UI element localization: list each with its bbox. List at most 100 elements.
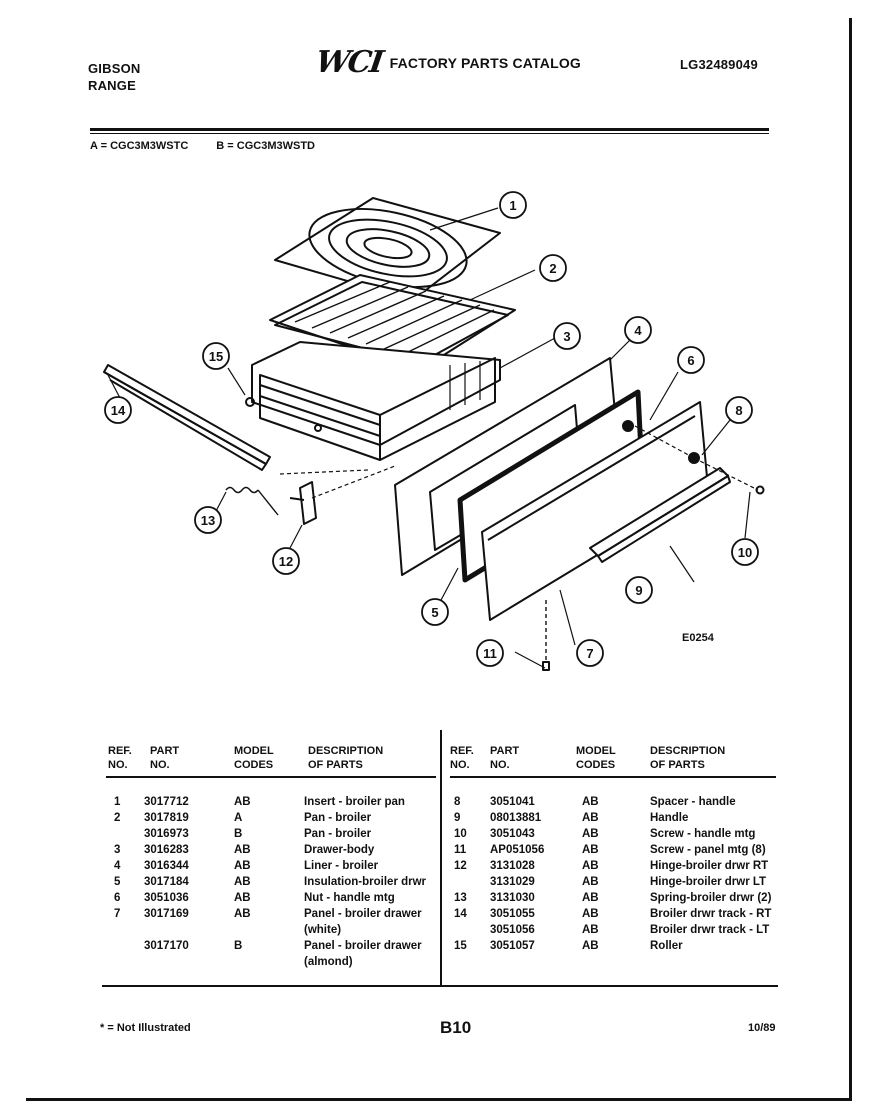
cell-desc: Drawer-body [304, 844, 375, 856]
cell-model: AB [582, 812, 599, 824]
callout-15: 15 [209, 349, 223, 364]
header-rule-left [106, 776, 436, 778]
catalog-title: WCI FACTORY PARTS CATALOG [313, 45, 581, 80]
cell-part: 3051055 [490, 908, 535, 920]
screw-panel-mtg [542, 600, 550, 671]
cell-part: 3051056 [490, 924, 535, 936]
callout-4: 4 [634, 323, 642, 338]
cell-ref: 15 [454, 940, 467, 952]
cell-ref: 2 [114, 812, 121, 824]
cell-model: B [234, 828, 243, 840]
callout-9: 9 [635, 583, 642, 598]
cell-model: A [234, 812, 243, 824]
header-rule-thin [90, 133, 769, 134]
callout-14: 14 [111, 403, 126, 418]
column-divider [440, 730, 442, 985]
cell-desc-continued: (white) [304, 924, 342, 936]
cell-ref: 8 [454, 796, 461, 808]
cell-ref: 11 [454, 844, 467, 856]
page-number: B10 [440, 1018, 472, 1037]
cell-part: 3131029 [490, 876, 535, 888]
exploded-diagram: 1 2 3 4 5 6 7 8 9 10 11 12 13 14 15 [90, 170, 790, 710]
cell-ref: 13 [454, 892, 467, 904]
cell-part: 3016344 [144, 860, 189, 872]
cell-model: AB [234, 876, 251, 888]
cell-ref: 10 [454, 828, 467, 840]
nut-handle-mtg [622, 420, 634, 432]
cell-desc: Roller [650, 940, 683, 952]
model-legend: A = CGC3M3WSTC B = CGC3M3WSTD [90, 140, 315, 152]
header-ref: REF.NO. [108, 745, 132, 771]
cell-model: AB [582, 796, 599, 808]
cell-desc: Liner - broiler [304, 860, 379, 872]
cell-desc: Nut - handle mtg [304, 892, 395, 904]
cell-ref: 5 [114, 876, 121, 888]
model-a: A = CGC3M3WSTC [90, 140, 189, 152]
cell-model: AB [234, 892, 251, 904]
cell-desc: Screw - panel mtg (8) [650, 844, 766, 856]
cell-part: AP051056 [490, 844, 545, 856]
cell-desc: Spring-broiler drwr (2) [650, 892, 772, 904]
footnote: * = Not Illustrated [100, 1022, 191, 1034]
cell-part: 3017712 [144, 796, 189, 808]
cell-part: 3051041 [490, 796, 535, 808]
cell-model: AB [582, 844, 599, 856]
cell-ref: 14 [454, 908, 467, 920]
cell-model: AB [234, 860, 251, 872]
brand: GIBSON RANGE [88, 60, 140, 94]
table-row: 14 3051055 AB Broiler drwr track - RT [450, 906, 780, 922]
callout-6: 6 [687, 353, 694, 368]
diagram-svg: 1 2 3 4 5 6 7 8 9 10 11 12 13 14 15 [103, 191, 765, 671]
catalog-title-text: FACTORY PARTS CATALOG [389, 55, 581, 71]
cell-part: 3017169 [144, 908, 189, 920]
table-row: 3051056 AB Broiler drwr track - LT [450, 922, 780, 938]
cell-desc: Broiler drwr track - RT [650, 908, 772, 920]
brand-line-2: RANGE [88, 78, 136, 93]
wci-logo: WCI [313, 45, 385, 80]
cell-model: AB [234, 844, 251, 856]
cell-part: 3051036 [144, 892, 189, 904]
cell-model: AB [234, 908, 251, 920]
cell-model: B [234, 940, 243, 952]
diagram-code: E0254 [682, 632, 714, 644]
table-row: 8 3051041 AB Spacer - handle [450, 794, 780, 810]
callout-11: 11 [483, 646, 497, 661]
cell-desc: Hinge-broiler drwr LT [650, 876, 767, 888]
broiler-pan-insert [274, 197, 501, 301]
cell-desc: Insert - broiler pan [304, 796, 405, 808]
cell-model: AB [582, 940, 599, 952]
cell-part: 3016973 [144, 828, 189, 840]
cell-part: 3131030 [490, 892, 535, 904]
callout-1: 1 [509, 198, 516, 213]
brand-line-1: GIBSON [88, 61, 141, 76]
cell-ref: 1 [114, 796, 121, 808]
cell-model: AB [582, 924, 599, 936]
cell-model: AB [582, 908, 599, 920]
cell-part: 3131028 [490, 860, 535, 872]
cell-part: 3016283 [144, 844, 189, 856]
cell-ref: 9 [454, 812, 461, 824]
cell-desc: Broiler drwr track - LT [650, 924, 770, 936]
cell-desc: Spacer - handle [650, 796, 736, 808]
cell-ref: 4 [114, 860, 121, 872]
cell-model: AB [582, 828, 599, 840]
cell-part: 3051043 [490, 828, 535, 840]
callout-2: 2 [549, 261, 556, 276]
callout-12: 12 [279, 554, 293, 569]
cell-desc: Handle [650, 812, 689, 824]
cell-desc: Screw - handle mtg [650, 828, 756, 840]
cell-model: AB [234, 796, 251, 808]
cell-part: 3017819 [144, 812, 189, 824]
